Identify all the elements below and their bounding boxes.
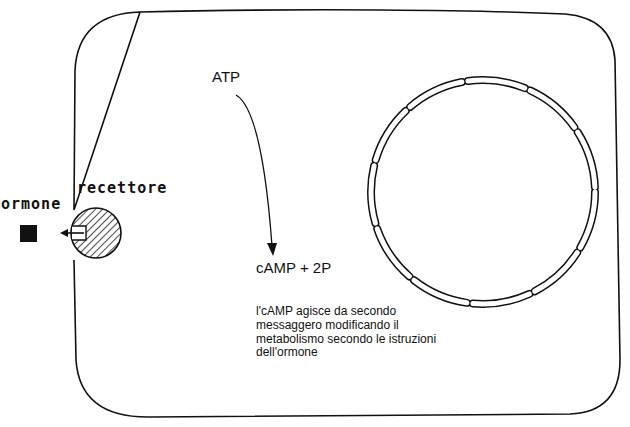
atp-label: ATP bbox=[212, 68, 240, 85]
camp-label: cAMP + 2P bbox=[256, 259, 331, 276]
receptor bbox=[60, 208, 121, 258]
reaction-arrow bbox=[236, 95, 277, 256]
cell-membrane bbox=[74, 10, 620, 417]
hormone-label: ormone bbox=[1, 196, 61, 213]
note-text: l'cAMP agisce da secondo messaggero modi… bbox=[256, 305, 456, 360]
nucleus bbox=[371, 80, 595, 304]
receptor-label: recettore bbox=[77, 180, 167, 197]
hormone-square bbox=[20, 225, 37, 242]
